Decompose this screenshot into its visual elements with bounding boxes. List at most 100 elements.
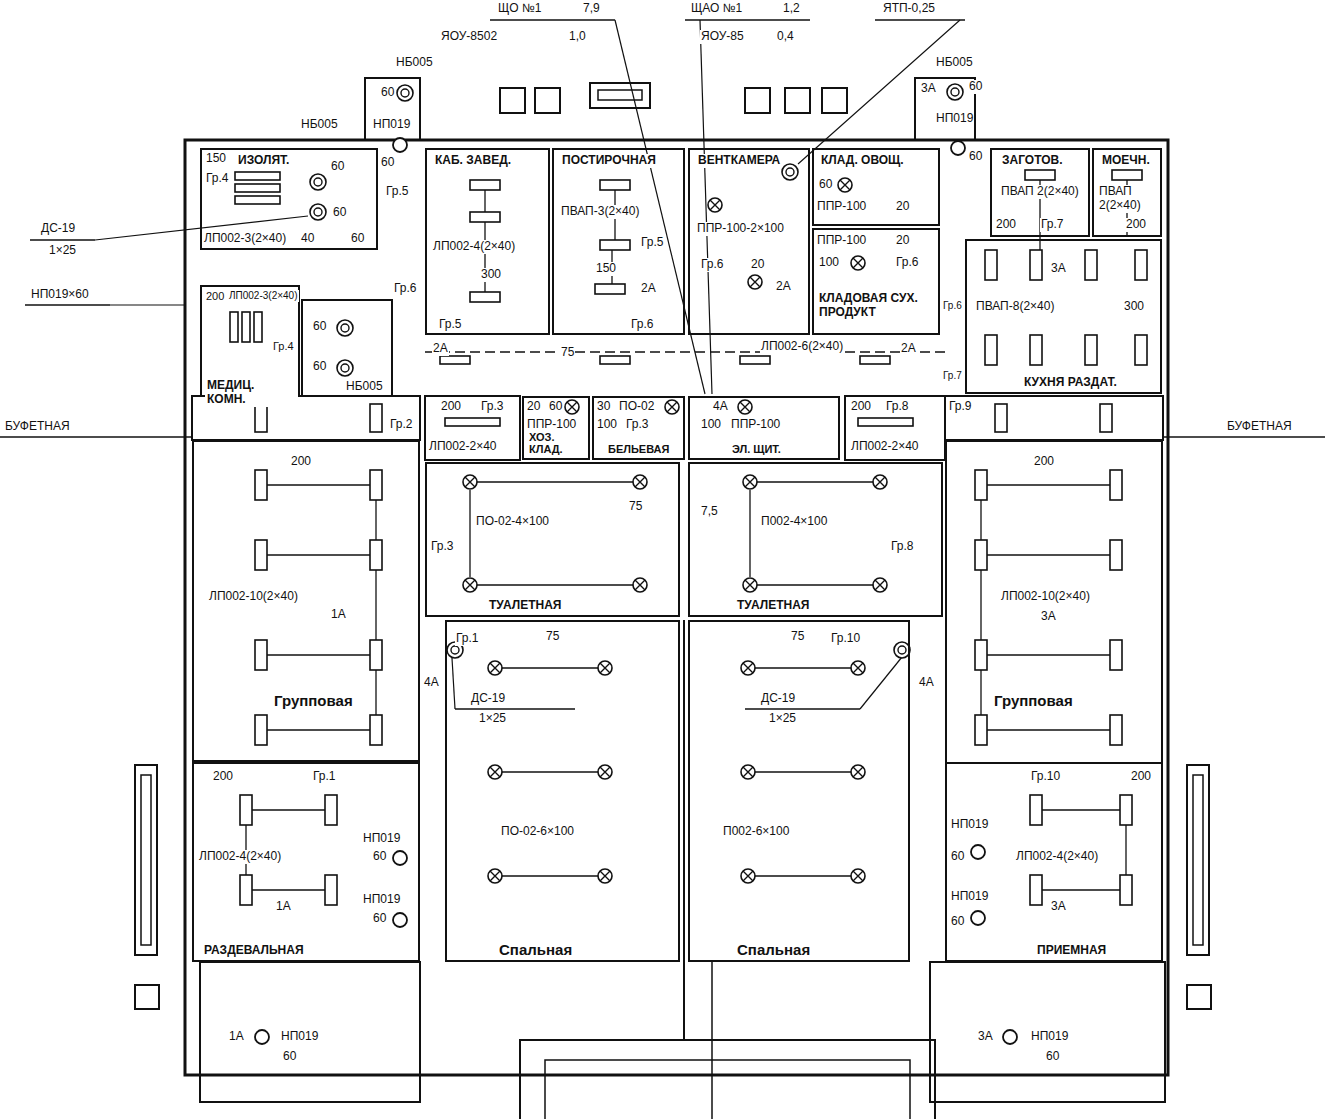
room-name: ЭЛ. ЩИТ. — [730, 443, 783, 456]
plan-label: ЯТП-0,25 — [882, 2, 936, 16]
fluorescent-fixture — [230, 312, 238, 342]
room-wall — [302, 300, 392, 396]
fluorescent-fixture — [975, 470, 987, 500]
lamp-cross — [745, 580, 755, 590]
vent-box — [535, 88, 560, 113]
fluorescent-fixture — [242, 312, 250, 342]
lamp-symbol — [873, 578, 887, 592]
fluorescent-fixture — [470, 292, 500, 302]
fluorescent-fixture — [255, 404, 267, 432]
plan-label: ПО-02-6×100 — [500, 825, 575, 839]
plan-label: НП019 — [280, 1030, 319, 1044]
fluorescent-fixture — [370, 540, 382, 570]
lamp-cross — [635, 580, 645, 590]
lamp-circle — [738, 400, 752, 414]
fluorescent-fixture — [240, 795, 252, 825]
lamp-cross — [567, 402, 577, 412]
fluorescent-fixture — [1110, 540, 1122, 570]
room-name: ПРИЕМНАЯ — [1035, 944, 1108, 958]
wiring-line — [1125, 825, 1126, 875]
plan-label: 100 — [700, 418, 722, 432]
plan-label: 60 — [330, 160, 345, 174]
ceiling-lamp-symbol — [947, 84, 963, 100]
plan-label: 3А — [1040, 610, 1057, 624]
plan-label: ПО-02-4×100 — [475, 515, 550, 529]
lamp-symbol — [633, 475, 647, 489]
lamp-cross — [743, 767, 753, 777]
fluorescent-fixture — [740, 356, 770, 364]
plan-label: 4А — [423, 676, 440, 690]
note-underline — [30, 239, 95, 241]
plan-label: НП019 — [935, 112, 974, 126]
fluorescent-fixture — [235, 196, 280, 204]
plan-label: 150 — [205, 152, 227, 166]
fluorescent-fixture — [255, 640, 267, 670]
plan-label: 60 — [968, 150, 983, 164]
fluorescent-fixture — [470, 212, 500, 222]
plan-label: 60 — [380, 156, 395, 170]
lamp-symbol — [838, 178, 852, 192]
room-outline: Спальная — [445, 620, 680, 962]
plan-label: 20 — [526, 400, 541, 414]
ceiling-lamp-symbol — [310, 204, 326, 220]
lamp-circle — [665, 400, 679, 414]
plan-label: 60 — [372, 850, 387, 864]
plan-label: НП019 — [950, 890, 989, 904]
plan-label: 40 — [300, 232, 315, 246]
plan-label: ПВАП 2(2×40) — [1098, 185, 1160, 213]
lamp-symbol — [598, 661, 612, 675]
lamp-symbol — [851, 256, 865, 270]
plan-label: Гр.8 — [885, 400, 910, 414]
lamp-circle — [786, 168, 794, 176]
column — [1187, 985, 1211, 1009]
fluorescent-fixture — [1110, 715, 1122, 745]
lamp-circle — [894, 642, 910, 658]
lamp-circle — [851, 256, 865, 270]
fluorescent-fixture — [370, 715, 382, 745]
leader-line — [452, 658, 455, 709]
plan-label: ЯОУ-8502 — [440, 30, 498, 44]
lamp-cross — [710, 200, 720, 210]
plan-label: НБ005 — [300, 118, 339, 132]
wall-lamp-symbol — [1003, 1030, 1017, 1044]
plan-label: 1,0 — [568, 30, 587, 44]
plan-label: Гр.10 — [1030, 770, 1061, 784]
fluorescent-fixture — [1135, 335, 1147, 365]
lamp-symbol — [633, 578, 647, 592]
room-name: КЛАДОВАЯ СУХ. ПРОДУКТ — [817, 292, 938, 320]
plan-label: 1×25 — [478, 712, 507, 726]
ceiling-lamp-symbol — [310, 174, 326, 190]
plan-label: Гр.3 — [480, 400, 505, 414]
side-bay — [141, 775, 151, 945]
wall-lamp-symbol — [971, 845, 985, 859]
plan-label: НП019×60 — [30, 288, 90, 302]
fluorescent-fixture — [1110, 470, 1122, 500]
fluorescent-fixture — [995, 404, 1007, 432]
note-underline — [455, 708, 575, 710]
lamp-cross — [740, 402, 750, 412]
fluorescent-fixture — [325, 795, 337, 825]
fluorescent-fixture — [1030, 250, 1042, 280]
plan-label: 75 — [560, 346, 575, 360]
room-name: МЕДИЦ. КОМН. — [205, 379, 298, 407]
fluorescent-fixture — [240, 875, 252, 905]
plan-label: НБ005 — [345, 380, 384, 394]
wiring-line — [252, 809, 325, 810]
lamp-circle — [337, 360, 353, 376]
fluorescent-fixture — [860, 356, 890, 364]
lamp-circle — [401, 89, 409, 97]
plan-label: ППР-100 — [816, 200, 867, 214]
lamp-symbol — [738, 400, 752, 414]
plan-label: 20 — [895, 200, 910, 214]
lamp-circle — [598, 869, 612, 883]
lamp-circle — [633, 578, 647, 592]
lamp-symbol — [741, 869, 755, 883]
wiring-line — [495, 771, 605, 772]
plan-label: ДС-19 — [760, 692, 796, 706]
lamp-circle — [565, 400, 579, 414]
wiring-line — [375, 670, 376, 715]
plan-label: 1×25 — [768, 712, 797, 726]
plan-label: БУФЕТНАЯ — [4, 420, 71, 434]
plan-label: 3А — [1050, 262, 1067, 276]
